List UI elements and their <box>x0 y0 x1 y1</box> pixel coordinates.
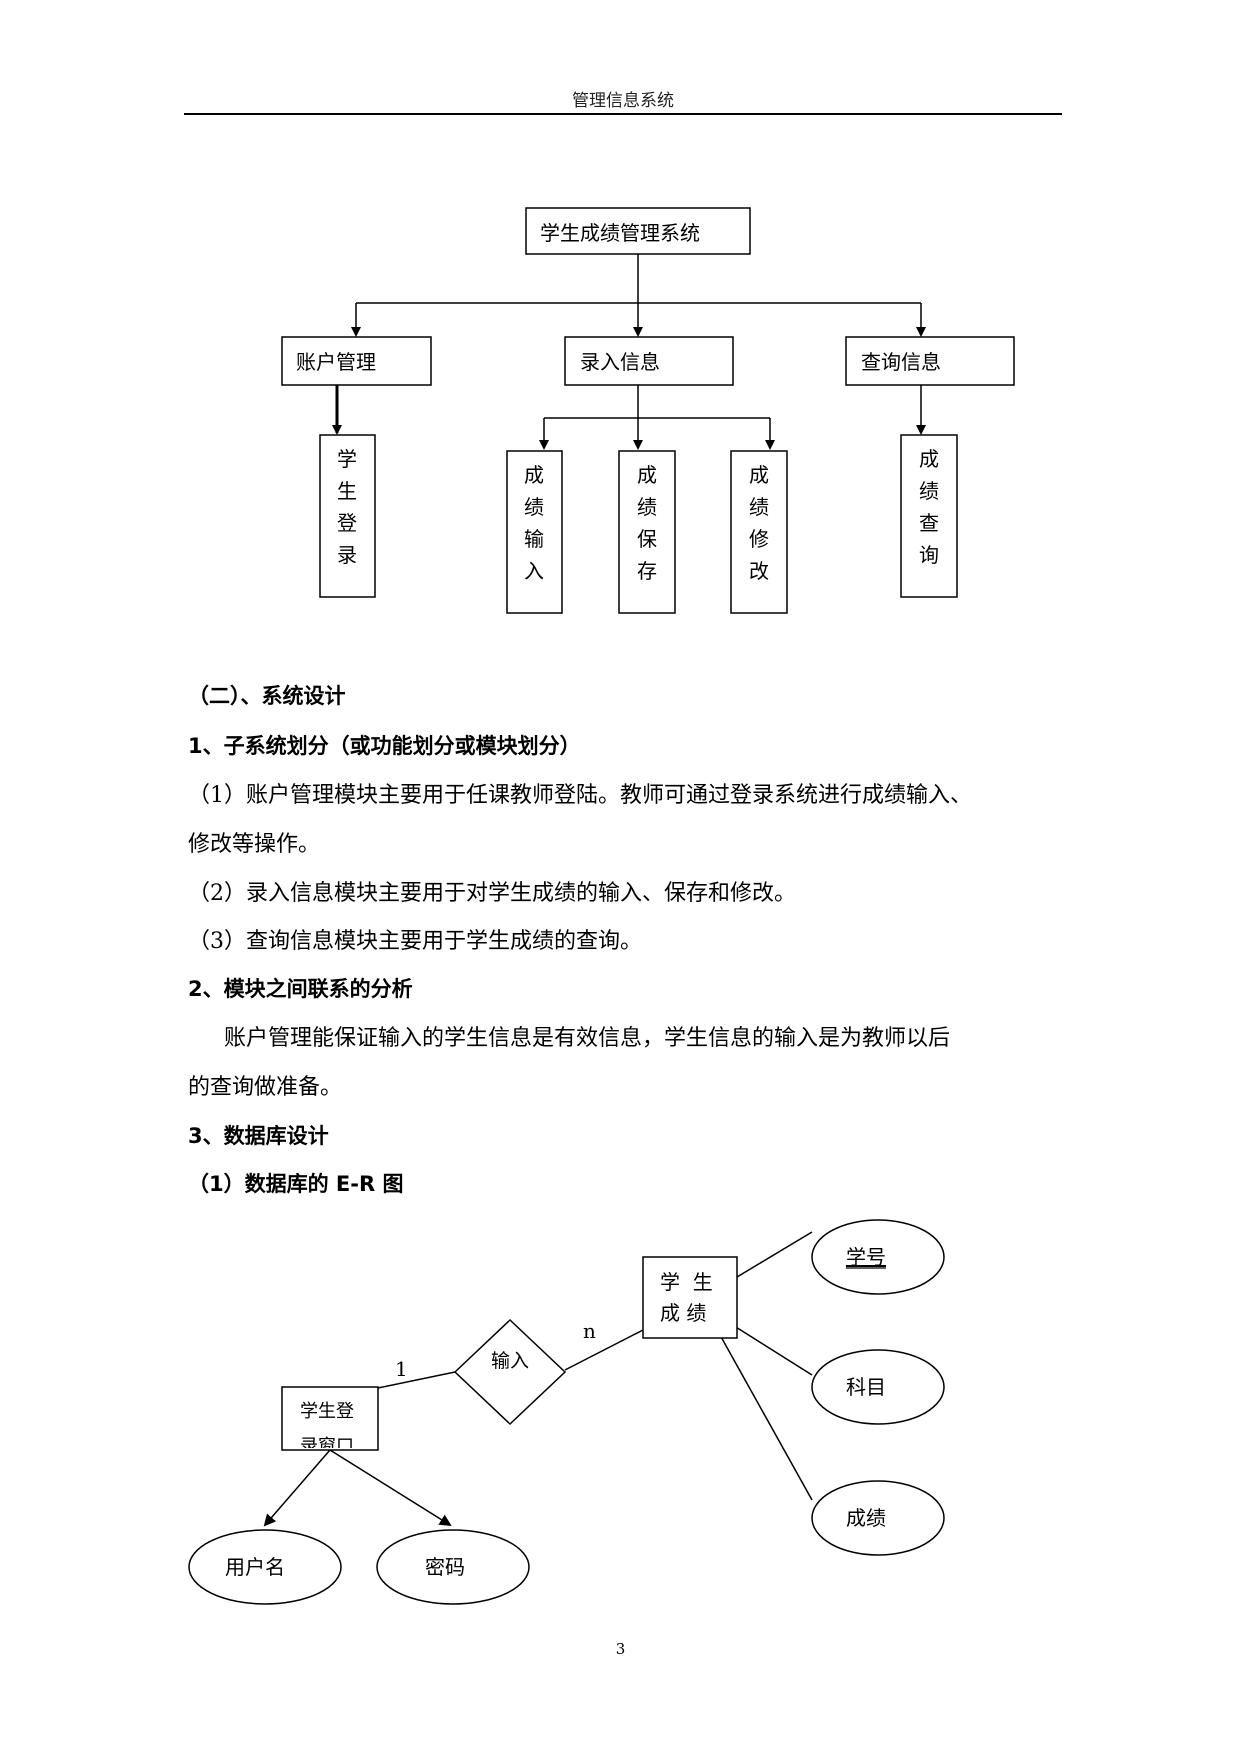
hierarchy-svg: 学生成绩管理系统 账户管理 录入信息 查询信息 学 生 登 录 <box>281 207 1015 614</box>
section-heading-subsystem: 1、子系统划分（或功能划分或模块划分） <box>188 734 581 758</box>
level1-entry: 录入信息 <box>564 336 734 386</box>
page-number: 3 <box>615 1640 626 1658</box>
svg-text:查询信息: 查询信息 <box>861 350 941 374</box>
level1-account: 账户管理 <box>281 336 432 386</box>
attribute-score: 成绩 <box>811 1480 945 1556</box>
leaf-score-input: 成 绩 输 入 <box>506 450 563 614</box>
paragraph-line: 账户管理能保证输入的学生信息是有效信息，学生信息的输入是为教师以后 <box>224 1026 951 1051</box>
svg-text:入: 入 <box>524 559 544 583</box>
entity-login-window: 学生登 录窗口 <box>281 1386 379 1457</box>
paragraph-line: （2）录入信息模块主要用于对学生成绩的输入、保存和修改。 <box>188 881 796 906</box>
header-rule <box>184 113 1062 115</box>
svg-text:学: 学 <box>337 447 357 471</box>
root-connectors <box>351 254 926 337</box>
section-heading-relation: 2、模块之间联系的分析 <box>188 977 413 1001</box>
svg-text:成绩: 成绩 <box>846 1506 886 1530</box>
svg-text:成: 成 <box>524 463 544 487</box>
svg-text:输: 输 <box>524 527 544 551</box>
attribute-student-id: 学号 <box>811 1219 945 1295</box>
cardinality-many: n <box>583 1319 596 1343</box>
svg-text:输入: 输入 <box>491 1350 529 1372</box>
svg-text:用户名: 用户名 <box>225 1555 285 1579</box>
cardinality-one: 1 <box>395 1357 408 1381</box>
section-heading-er: （1）数据库的 E-R 图 <box>188 1172 404 1196</box>
root-label: 学生成绩管理系统 <box>540 221 700 245</box>
svg-text:登: 登 <box>337 511 357 535</box>
leaf-score-save: 成 绩 保 存 <box>618 450 676 614</box>
svg-text:修: 修 <box>749 527 769 551</box>
svg-text:学 生: 学 生 <box>660 1270 713 1294</box>
page-header: 管理信息系统 <box>572 91 674 111</box>
leaf-score-modify: 成 绩 修 改 <box>730 450 788 614</box>
svg-text:成: 成 <box>637 463 657 487</box>
svg-text:账户管理: 账户管理 <box>296 350 376 374</box>
svg-text:科目: 科目 <box>846 1375 886 1399</box>
svg-text:成: 成 <box>749 463 769 487</box>
svg-text:成 绩: 成 绩 <box>660 1301 706 1325</box>
svg-text:生: 生 <box>337 479 357 503</box>
section-heading-database: 3、数据库设计 <box>188 1124 329 1148</box>
svg-text:录入信息: 录入信息 <box>580 350 660 374</box>
svg-text:改: 改 <box>749 559 769 583</box>
svg-text:保: 保 <box>637 527 657 551</box>
level1-query: 查询信息 <box>845 336 1015 386</box>
svg-text:绩: 绩 <box>749 495 769 519</box>
svg-text:存: 存 <box>637 559 657 583</box>
attribute-password: 密码 <box>376 1529 530 1605</box>
svg-text:密码: 密码 <box>425 1555 465 1579</box>
svg-text:绩: 绩 <box>637 495 657 519</box>
attribute-username: 用户名 <box>188 1529 342 1605</box>
svg-text:学生登: 学生登 <box>300 1401 354 1422</box>
svg-text:查: 查 <box>919 511 939 535</box>
relationship-input: 输入 <box>453 1318 567 1426</box>
svg-text:询: 询 <box>919 543 939 567</box>
paragraph-line: （1）账户管理模块主要用于任课教师登陆。教师可通过登录系统进行成绩输入、 <box>188 783 972 808</box>
attribute-subject: 科目 <box>811 1349 945 1425</box>
section-heading-design: （二）、系统设计 <box>188 684 346 708</box>
svg-text:学号: 学号 <box>846 1245 886 1269</box>
svg-text:录: 录 <box>337 543 357 567</box>
svg-text:绩: 绩 <box>919 479 939 503</box>
paragraph-line: 的查询做准备。 <box>188 1075 343 1100</box>
root-node: 学生成绩管理系统 <box>525 207 751 255</box>
leaf-score-query: 成 绩 查 询 <box>900 434 958 598</box>
paragraph-line: （3）查询信息模块主要用于学生成绩的查询。 <box>188 929 642 954</box>
paragraph-line: 修改等操作。 <box>188 832 321 857</box>
svg-text:录窗口: 录窗口 <box>300 1436 354 1457</box>
svg-text:成: 成 <box>919 447 939 471</box>
level1-connectors <box>332 385 926 450</box>
entity-student-score: 学 生 成 绩 <box>642 1256 738 1339</box>
svg-text:绩: 绩 <box>524 495 544 519</box>
leaf-student-login: 学 生 登 录 <box>319 434 376 598</box>
